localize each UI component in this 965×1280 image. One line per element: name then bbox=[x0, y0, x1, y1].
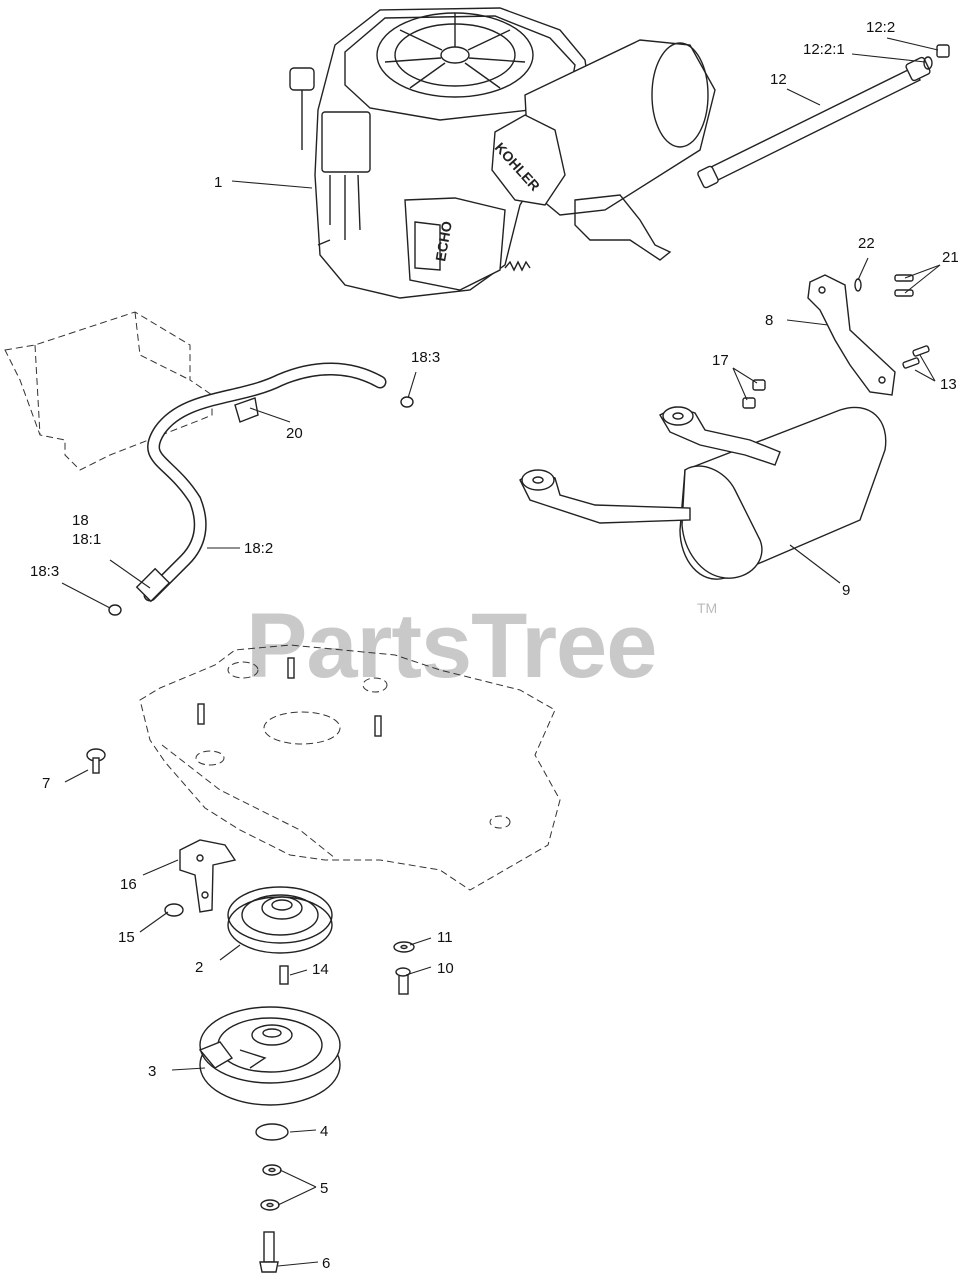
engine-model-text: ECHO bbox=[432, 220, 455, 263]
label-3: 3 bbox=[148, 1063, 156, 1080]
label-13: 13 bbox=[940, 376, 957, 393]
label-8: 8 bbox=[765, 312, 773, 329]
key[interactable] bbox=[279, 965, 289, 985]
label-22: 22 bbox=[858, 235, 875, 252]
label-6: 6 bbox=[322, 1255, 330, 1272]
spacer-4[interactable] bbox=[255, 1123, 289, 1141]
label-17: 17 bbox=[712, 352, 729, 369]
label-14: 14 bbox=[312, 961, 329, 978]
hose-clip[interactable] bbox=[234, 397, 259, 423]
label-12-2: 12:2 bbox=[866, 19, 895, 36]
engine-deck-plate bbox=[139, 644, 561, 891]
label-16: 16 bbox=[120, 876, 137, 893]
label-10: 10 bbox=[437, 960, 454, 977]
label-18-3-bottom: 18:3 bbox=[30, 563, 59, 580]
pulley[interactable] bbox=[227, 886, 333, 954]
label-18: 18 bbox=[72, 512, 89, 529]
exhaust-nuts[interactable] bbox=[742, 379, 766, 409]
label-12: 12 bbox=[770, 71, 787, 88]
hose-clamp-bottom[interactable] bbox=[108, 604, 122, 616]
muffler[interactable] bbox=[519, 406, 887, 580]
frame-ghost-left bbox=[4, 311, 213, 471]
watermark: PartsTree bbox=[246, 595, 656, 697]
label-11: 11 bbox=[437, 929, 453, 946]
label-9: 9 bbox=[842, 582, 850, 599]
label-18-1: 18:1 bbox=[72, 531, 101, 548]
label-18-3-top: 18:3 bbox=[411, 349, 440, 366]
watermark-trademark: TM bbox=[697, 600, 717, 616]
washer-11[interactable] bbox=[393, 941, 415, 953]
label-5: 5 bbox=[320, 1180, 328, 1197]
clutch-bracket[interactable] bbox=[179, 839, 237, 913]
muffler-bracket[interactable] bbox=[807, 274, 896, 396]
label-15: 15 bbox=[118, 929, 135, 946]
electric-clutch[interactable] bbox=[198, 1006, 341, 1106]
dipstick-tube[interactable] bbox=[697, 56, 931, 189]
label-21: 21 bbox=[942, 249, 959, 266]
leader-lines bbox=[61, 37, 941, 1267]
label-1: 1 bbox=[214, 174, 222, 191]
label-2: 2 bbox=[195, 959, 203, 976]
label-7: 7 bbox=[42, 775, 50, 792]
engine[interactable]: ECHO KOHLER bbox=[289, 7, 716, 299]
tube-plug[interactable] bbox=[936, 44, 950, 58]
bracket-bolts[interactable] bbox=[894, 274, 930, 369]
label-18-2: 18:2 bbox=[244, 540, 273, 557]
fuel-line-hose[interactable] bbox=[135, 362, 387, 603]
bolt-10[interactable] bbox=[395, 967, 411, 995]
washers-5[interactable] bbox=[260, 1164, 282, 1211]
label-4: 4 bbox=[320, 1123, 328, 1140]
clutch-bolt[interactable] bbox=[259, 1231, 279, 1273]
tube-o-ring[interactable] bbox=[923, 56, 933, 70]
label-20: 20 bbox=[286, 425, 303, 442]
hose-clamp-top[interactable] bbox=[400, 396, 414, 408]
fan-spokes bbox=[384, 13, 526, 89]
label-12-2-1: 12:2:1 bbox=[803, 41, 845, 58]
carriage-bolt[interactable] bbox=[86, 748, 106, 774]
bracket-washer[interactable] bbox=[854, 278, 862, 292]
flange-nut[interactable] bbox=[164, 903, 184, 917]
